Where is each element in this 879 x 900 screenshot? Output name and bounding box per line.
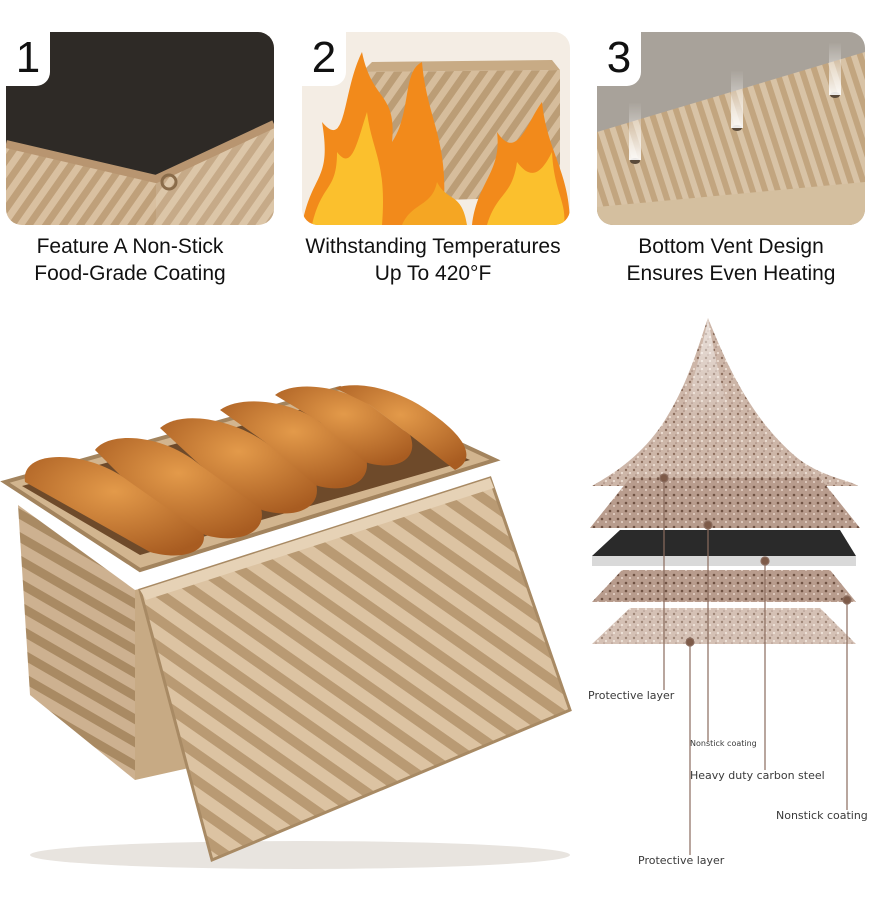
- caption-line: Feature A Non-Stick: [36, 235, 224, 258]
- loaf-pan-with-bread-illustration: [0, 385, 572, 869]
- caption-line: Bottom Vent Design: [638, 235, 824, 258]
- carbon-steel-shape: [592, 530, 856, 556]
- feature-caption-3: Bottom Vent Design Ensures Even Heating: [586, 233, 876, 287]
- label-protective-layer-top: Protective layer: [588, 689, 675, 702]
- feature-number-2: 2: [302, 30, 346, 86]
- pan-flame-photo: [302, 32, 570, 225]
- caption-line: Up To 420°F: [374, 262, 492, 285]
- feature-caption-1: Feature A Non-Stick Food-Grade Coating: [0, 233, 275, 287]
- pan-corner-photo: [6, 32, 274, 225]
- nonstick-coating-bottom-shape: [592, 570, 856, 602]
- feature-number-3: 3: [597, 30, 641, 86]
- caption-line: Ensures Even Heating: [626, 262, 836, 285]
- feature-panel-heat: [302, 32, 570, 225]
- caption-line: Withstanding Temperatures: [305, 235, 561, 258]
- caption-line: Food-Grade Coating: [34, 262, 226, 285]
- pan-vent-photo: [597, 32, 865, 225]
- feature-panel-nonstick: [6, 32, 274, 225]
- feature-number-1: 1: [6, 30, 50, 86]
- protective-layer-bottom-shape: [592, 608, 856, 644]
- label-nonstick-coating-top: Nonstick coating: [690, 739, 757, 748]
- label-nonstick-coating-bottom: Nonstick coating: [776, 809, 868, 822]
- label-heavy-duty-carbon-steel: Heavy duty carbon steel: [690, 769, 825, 782]
- coating-layers-diagram: [590, 318, 860, 855]
- nonstick-coating-top-shape: [590, 478, 860, 528]
- feature-caption-2: Withstanding Temperatures Up To 420°F: [288, 233, 578, 287]
- label-protective-layer-bottom: Protective layer: [638, 854, 725, 867]
- bread-loaves: [24, 385, 467, 556]
- feature-panel-vent: [597, 32, 865, 225]
